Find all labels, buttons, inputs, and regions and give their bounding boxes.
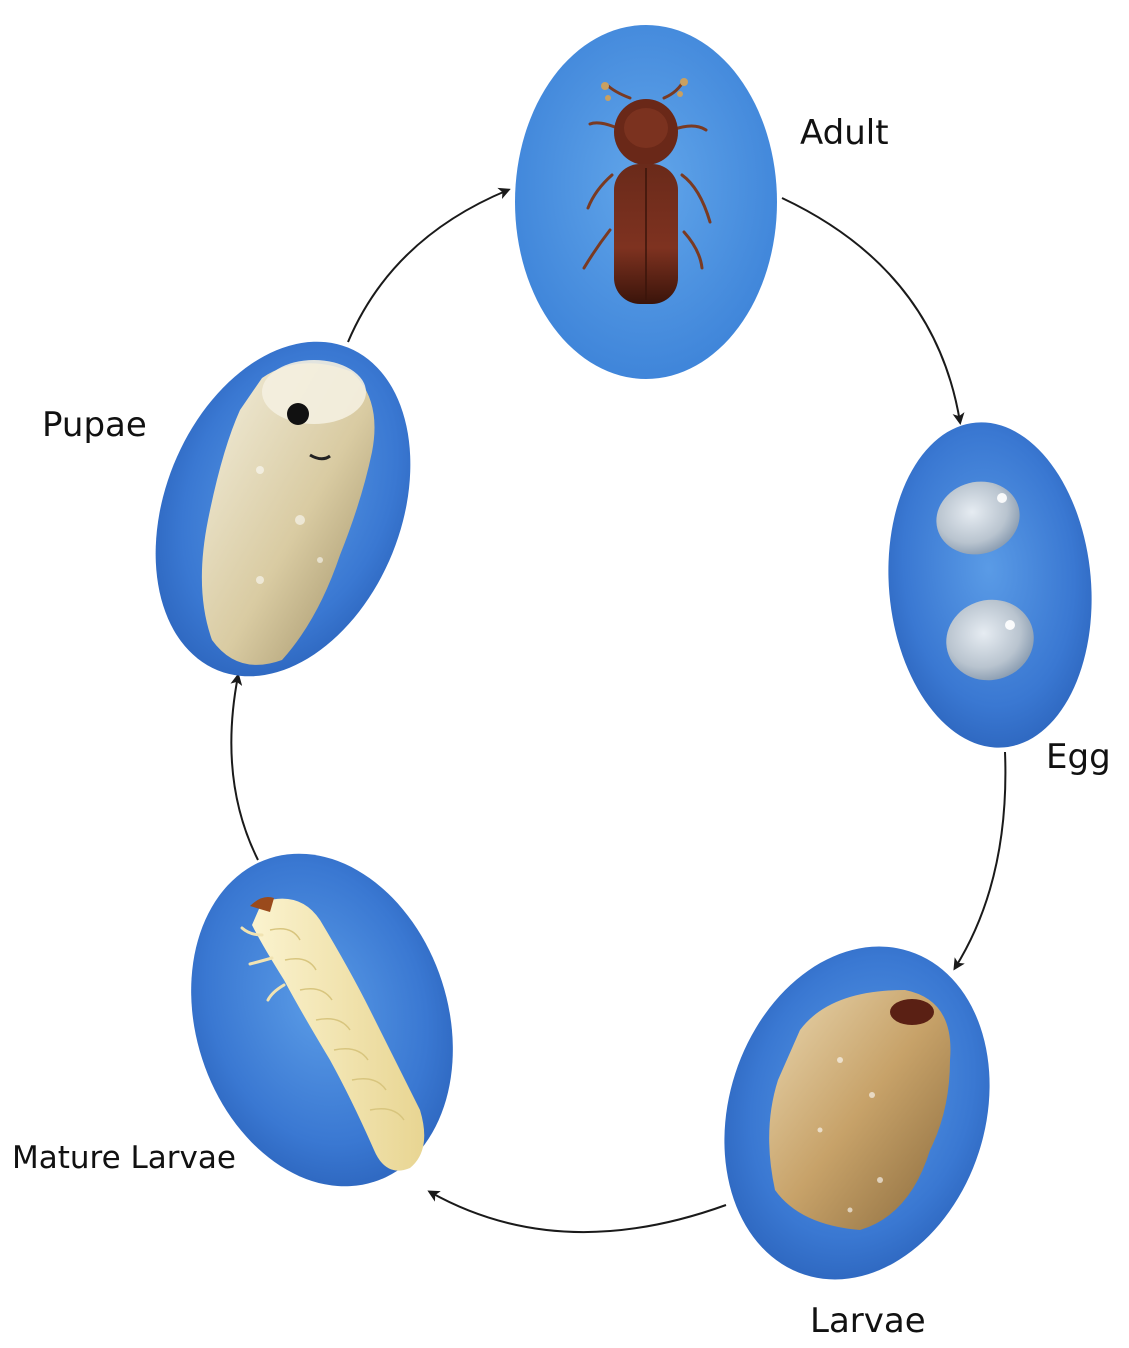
- pupae-label: Pupae: [42, 408, 147, 442]
- larvae-stage-oval: [683, 912, 1032, 1314]
- arrow-egg-to-larvae: [955, 752, 1005, 968]
- adult-label: Adult: [800, 116, 889, 150]
- mature-larvae-label: Mature Larvae: [12, 1143, 236, 1174]
- pupae-stage-oval: [108, 303, 457, 714]
- arrow-adult-to-egg: [782, 198, 960, 422]
- egg-label: Egg: [1046, 740, 1111, 774]
- arrow-larvae-to-mature-larvae: [430, 1192, 726, 1232]
- adult-stage-oval: [515, 25, 777, 379]
- arrow-pupae-to-adult: [348, 190, 508, 342]
- larvae-label: Larvae: [810, 1304, 926, 1338]
- arrow-mature-larvae-to-pupae: [231, 676, 258, 860]
- egg-stage-oval: [875, 414, 1105, 756]
